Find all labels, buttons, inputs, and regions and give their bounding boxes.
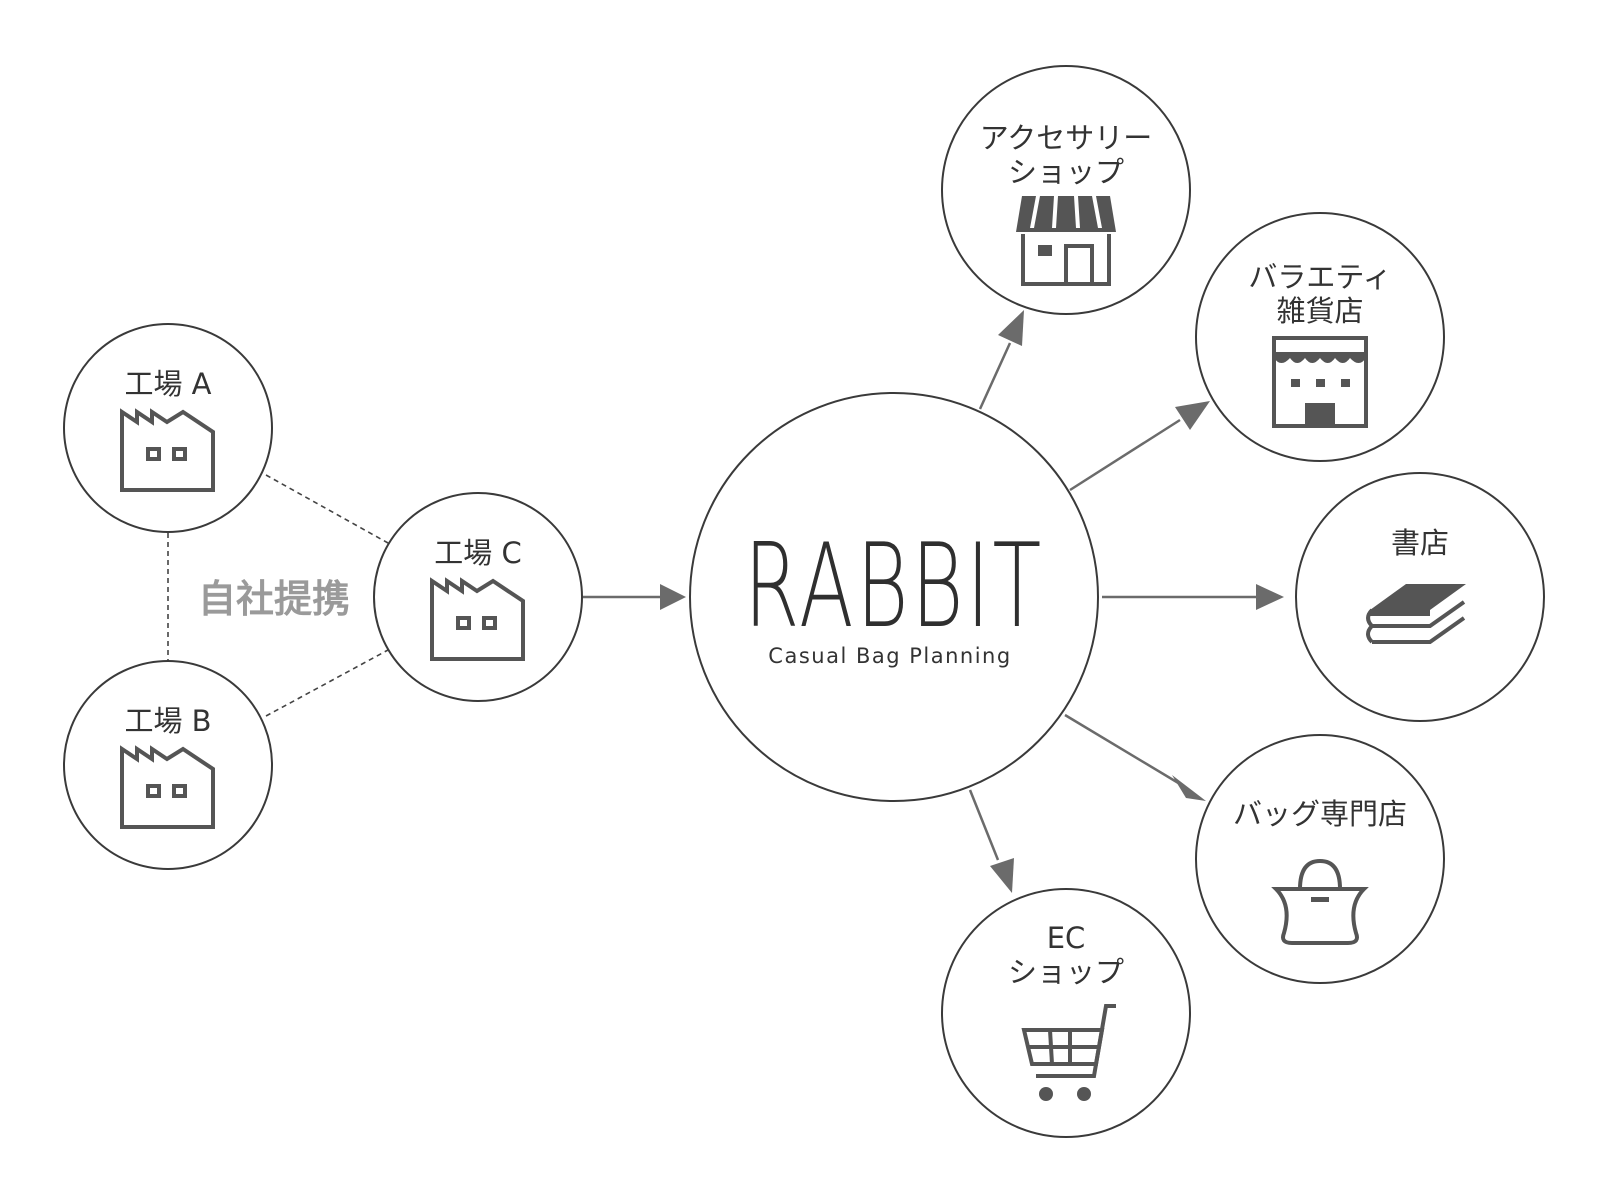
handbag-icon [1271,858,1369,945]
ec-shop-node: EC ショップ [941,888,1191,1138]
variety-store-label-line1: バラエティ [1248,260,1391,294]
factory-c-node: 工場 C [373,492,583,702]
brand-title: RABBIT [744,519,1044,654]
storefront-icon [1016,196,1116,286]
arrow-factory-c-to-hub [582,584,686,610]
variety-store-node: バラエティ 雑貨店 [1195,212,1445,462]
shopping-cart-icon [1021,1004,1116,1101]
accessory-shop-label-line1: アクセサリー [980,121,1153,155]
partnership-label: 自社提携 [198,577,350,621]
ec-shop-label-line2: ショップ [1008,955,1124,989]
accessory-shop-label-line2: ショップ [1008,155,1124,189]
factory-icon [120,408,215,492]
flow-arrows [582,310,1284,893]
partnership-links [167,474,389,717]
link-factory-b-c [265,649,389,717]
factory-c-label: 工場 C [434,536,521,570]
bookstore-label: 書店 [1391,526,1449,560]
arrow-hub-to-ec-shop [968,789,1014,893]
link-factory-a-c [265,474,389,544]
factory-a-label: 工場 A [124,367,211,401]
factory-icon [120,745,215,829]
rabbit-hub-node: RABBIT Casual Bag Planning [689,392,1099,802]
factory-icon [430,577,525,661]
arrow-hub-to-bag-store [1064,713,1206,801]
arrow-hub-to-bookstore [1102,584,1284,610]
factory-b-label: 工場 B [124,704,211,738]
bag-store-node: バッグ専門店 [1195,734,1445,984]
arrow-hub-to-variety-store [1069,401,1210,492]
accessory-shop-node: アクセサリー ショップ [941,65,1191,315]
factory-b-node: 工場 B [63,660,273,870]
bookstore-node: 書店 [1295,472,1545,722]
bag-store-label: バッグ専門店 [1233,797,1407,831]
books-icon [1366,584,1466,644]
store-building-icon [1272,336,1368,428]
arrow-hub-to-accessory-shop [978,310,1024,410]
factory-a-node: 工場 A [63,323,273,533]
ec-shop-label-line1: EC [1047,921,1086,955]
brand-subtitle: Casual Bag Planning [768,644,1011,668]
variety-store-label-line2: 雑貨店 [1276,294,1363,328]
